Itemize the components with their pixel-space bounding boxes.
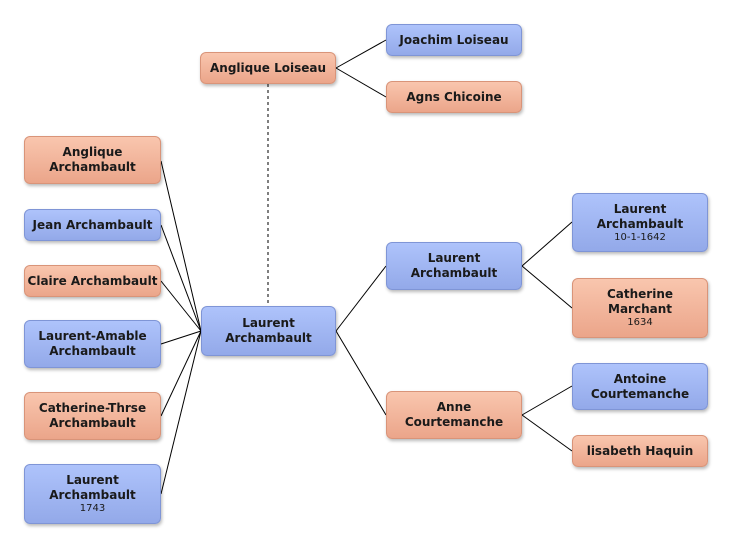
person-name: Anglique Archambault <box>49 145 136 174</box>
connector-line <box>335 39 387 69</box>
connector-line <box>160 224 202 332</box>
person-name: Laurent Archambault <box>49 473 136 502</box>
person-box-angelique-loiseau[interactable]: Anglique Loiseau <box>200 52 336 84</box>
person-box-laurent-amable-archambault[interactable]: Laurent-Amable Archambault <box>24 320 161 368</box>
person-name: Laurent Archambault <box>225 316 312 345</box>
connector-line <box>521 265 573 309</box>
person-name: Claire Archambault <box>27 273 158 288</box>
connector-line <box>160 330 202 417</box>
connector-line <box>521 414 573 452</box>
person-date: 1743 <box>79 503 106 514</box>
connector-line <box>335 67 387 98</box>
person-name: lisabeth Haquin <box>586 443 694 458</box>
person-box-agnes-chicoine[interactable]: Agns Chicoine <box>386 81 522 113</box>
connector-line <box>335 265 387 332</box>
connector-line <box>160 280 202 332</box>
person-name: Laurent-Amable Archambault <box>38 329 147 358</box>
person-name: Catherine-Thrse Archambault <box>38 401 147 430</box>
person-box-joachim-loiseau[interactable]: Joachim Loiseau <box>386 24 522 56</box>
person-box-elisabeth-haquin[interactable]: lisabeth Haquin <box>572 435 708 467</box>
person-name: Laurent Archambault <box>596 201 684 231</box>
connector-line <box>521 221 573 267</box>
person-name: Jean Archambault <box>32 217 153 232</box>
person-date: 10-1-1642 <box>614 231 666 243</box>
person-box-jean-archambault[interactable]: Jean Archambault <box>24 209 161 241</box>
connector-line <box>160 330 202 345</box>
person-box-anne-courtemanche[interactable]: Anne Courtemanche <box>386 391 522 439</box>
connector-line <box>521 385 573 416</box>
person-name: Catherine Marchant <box>606 287 674 316</box>
person-box-laurent-archambault-father[interactable]: Laurent Archambault <box>386 242 522 290</box>
person-box-laurent-archambault-grandfather[interactable]: Laurent Archambault 10-1-1642 <box>572 193 708 252</box>
person-box-angelique-archambault[interactable]: Anglique Archambault <box>24 136 161 184</box>
person-name: Agns Chicoine <box>406 89 502 104</box>
connector-line <box>160 330 202 495</box>
person-box-laurent-archambault-center[interactable]: Laurent Archambault <box>201 306 336 356</box>
person-box-claire-archambault[interactable]: Claire Archambault <box>24 265 161 297</box>
person-box-catherine-therese-archambault[interactable]: Catherine-Thrse Archambault <box>24 392 161 440</box>
connector-line <box>160 160 202 332</box>
person-name: Anglique Loiseau <box>209 60 327 75</box>
connector-line <box>335 330 387 416</box>
person-name: Laurent Archambault <box>410 251 498 280</box>
person-box-laurent-archambault-1743[interactable]: Laurent Archambault 1743 <box>24 464 161 524</box>
person-name: Anne Courtemanche <box>404 400 504 429</box>
person-box-catherine-marchant[interactable]: Catherine Marchant 1634 <box>572 278 708 338</box>
person-name: Antoine Courtemanche <box>590 371 690 401</box>
person-date: 1634 <box>627 317 653 328</box>
person-box-antoine-courtemanche[interactable]: Antoine Courtemanche <box>572 363 708 410</box>
person-name: Joachim Loiseau <box>399 32 509 47</box>
